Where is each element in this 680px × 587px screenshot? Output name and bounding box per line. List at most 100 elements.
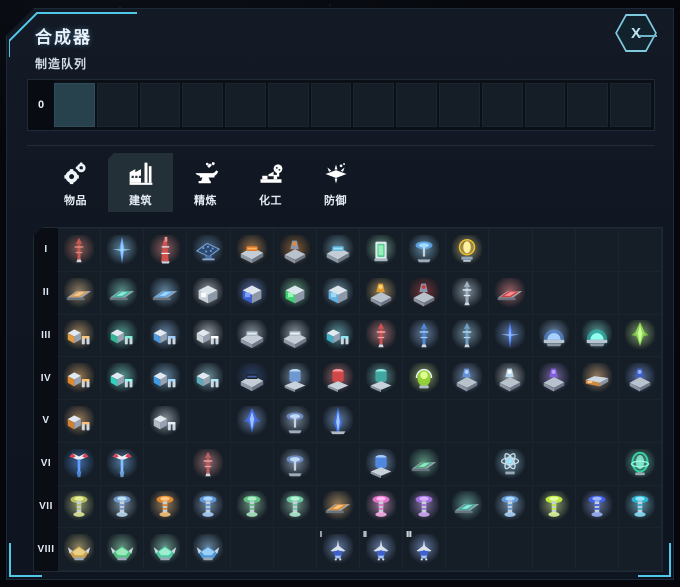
queue-slot[interactable] — [182, 83, 224, 127]
item-cell[interactable] — [58, 400, 101, 442]
queue-slot[interactable] — [139, 83, 181, 127]
queue-slot[interactable] — [567, 83, 609, 127]
item-cell[interactable] — [403, 442, 446, 485]
queue-slot[interactable] — [481, 83, 523, 127]
item-cell[interactable] — [446, 314, 489, 357]
item-cell[interactable] — [58, 229, 101, 271]
item-cell[interactable] — [58, 357, 101, 399]
item-cell[interactable] — [446, 485, 489, 528]
item-cell[interactable] — [359, 271, 403, 314]
item-cell[interactable] — [403, 314, 446, 357]
item-cell[interactable] — [489, 271, 532, 314]
item-cell[interactable] — [58, 271, 101, 314]
item-cell[interactable] — [58, 442, 101, 485]
item-cell[interactable] — [144, 485, 187, 528]
queue-slot[interactable] — [267, 83, 309, 127]
item-cell[interactable] — [618, 442, 661, 485]
item-cell[interactable] — [273, 314, 316, 357]
item-cell[interactable] — [58, 485, 101, 528]
item-cell[interactable] — [273, 357, 316, 399]
queue-slot[interactable] — [54, 83, 95, 127]
item-cell[interactable] — [489, 442, 532, 485]
tab-3[interactable]: 精炼 — [173, 153, 238, 212]
item-cell[interactable] — [187, 357, 230, 399]
item-cell[interactable] — [187, 485, 230, 528]
item-cell[interactable] — [489, 314, 532, 357]
item-cell[interactable] — [101, 442, 144, 485]
item-cell[interactable] — [446, 357, 489, 399]
item-cell[interactable] — [403, 485, 446, 528]
close-button[interactable]: X — [615, 14, 657, 52]
item-cell[interactable] — [187, 442, 230, 485]
item-cell[interactable] — [316, 271, 359, 314]
queue-slot[interactable] — [96, 83, 138, 127]
item-cell[interactable] — [532, 314, 575, 357]
queue-slot[interactable] — [310, 83, 352, 127]
item-cell[interactable] — [359, 442, 403, 485]
item-cell[interactable] — [273, 271, 316, 314]
item-cell[interactable] — [230, 271, 273, 314]
item-cell[interactable] — [575, 314, 618, 357]
item-cell[interactable] — [144, 528, 187, 570]
tab-5[interactable]: 防御 — [303, 153, 368, 212]
item-cell[interactable] — [101, 314, 144, 357]
queue-slot[interactable] — [396, 83, 438, 127]
item-cell[interactable] — [58, 314, 101, 357]
item-cell[interactable] — [403, 271, 446, 314]
queue-slot[interactable] — [353, 83, 395, 127]
item-cell[interactable] — [187, 314, 230, 357]
item-cell[interactable] — [316, 400, 359, 442]
item-cell[interactable] — [618, 314, 661, 357]
item-cell[interactable] — [101, 271, 144, 314]
item-cell[interactable] — [58, 528, 101, 570]
item-cell[interactable] — [144, 314, 187, 357]
item-cell[interactable] — [187, 528, 230, 570]
item-cell[interactable] — [316, 229, 359, 271]
queue-slot[interactable] — [439, 83, 480, 127]
item-cell[interactable] — [101, 485, 144, 528]
item-cell[interactable] — [575, 357, 618, 399]
item-cell[interactable] — [101, 229, 144, 271]
item-cell[interactable] — [144, 357, 187, 399]
item-cell[interactable] — [446, 271, 489, 314]
item-cell[interactable] — [144, 229, 187, 271]
item-cell[interactable]: I — [316, 528, 359, 570]
item-cell[interactable] — [359, 314, 403, 357]
item-cell[interactable] — [230, 485, 273, 528]
item-cell[interactable] — [403, 357, 446, 399]
item-cell[interactable] — [489, 485, 532, 528]
item-cell[interactable] — [316, 314, 359, 357]
item-cell[interactable] — [230, 229, 273, 271]
item-cell[interactable] — [532, 485, 575, 528]
item-cell[interactable] — [230, 314, 273, 357]
item-cell[interactable] — [230, 400, 273, 442]
item-cell[interactable] — [273, 400, 316, 442]
item-cell[interactable] — [403, 229, 446, 271]
queue-slot[interactable] — [225, 83, 266, 127]
item-cell[interactable] — [273, 485, 316, 528]
item-cell[interactable]: II — [359, 528, 403, 570]
item-cell[interactable] — [359, 357, 403, 399]
queue-slot[interactable] — [524, 83, 566, 127]
item-cell[interactable] — [273, 229, 316, 271]
item-cell[interactable] — [187, 229, 230, 271]
item-cell[interactable] — [273, 442, 316, 485]
item-cell[interactable] — [446, 229, 489, 271]
tab-4[interactable]: 化工 — [238, 153, 303, 212]
item-cell[interactable] — [618, 357, 661, 399]
item-cell[interactable] — [359, 485, 403, 528]
item-cell[interactable] — [187, 271, 230, 314]
item-cell[interactable] — [144, 271, 187, 314]
item-cell[interactable] — [101, 357, 144, 399]
tab-1[interactable]: 物品 — [43, 153, 108, 212]
item-cell[interactable] — [316, 357, 359, 399]
item-cell[interactable] — [230, 357, 273, 399]
tab-2[interactable]: 建筑 — [108, 153, 173, 212]
item-cell[interactable]: III — [403, 528, 446, 570]
item-cell[interactable] — [316, 485, 359, 528]
item-cell[interactable] — [359, 229, 403, 271]
item-cell[interactable] — [144, 400, 187, 442]
item-cell[interactable] — [489, 357, 532, 399]
item-cell[interactable] — [575, 485, 618, 528]
item-cell[interactable] — [101, 528, 144, 570]
